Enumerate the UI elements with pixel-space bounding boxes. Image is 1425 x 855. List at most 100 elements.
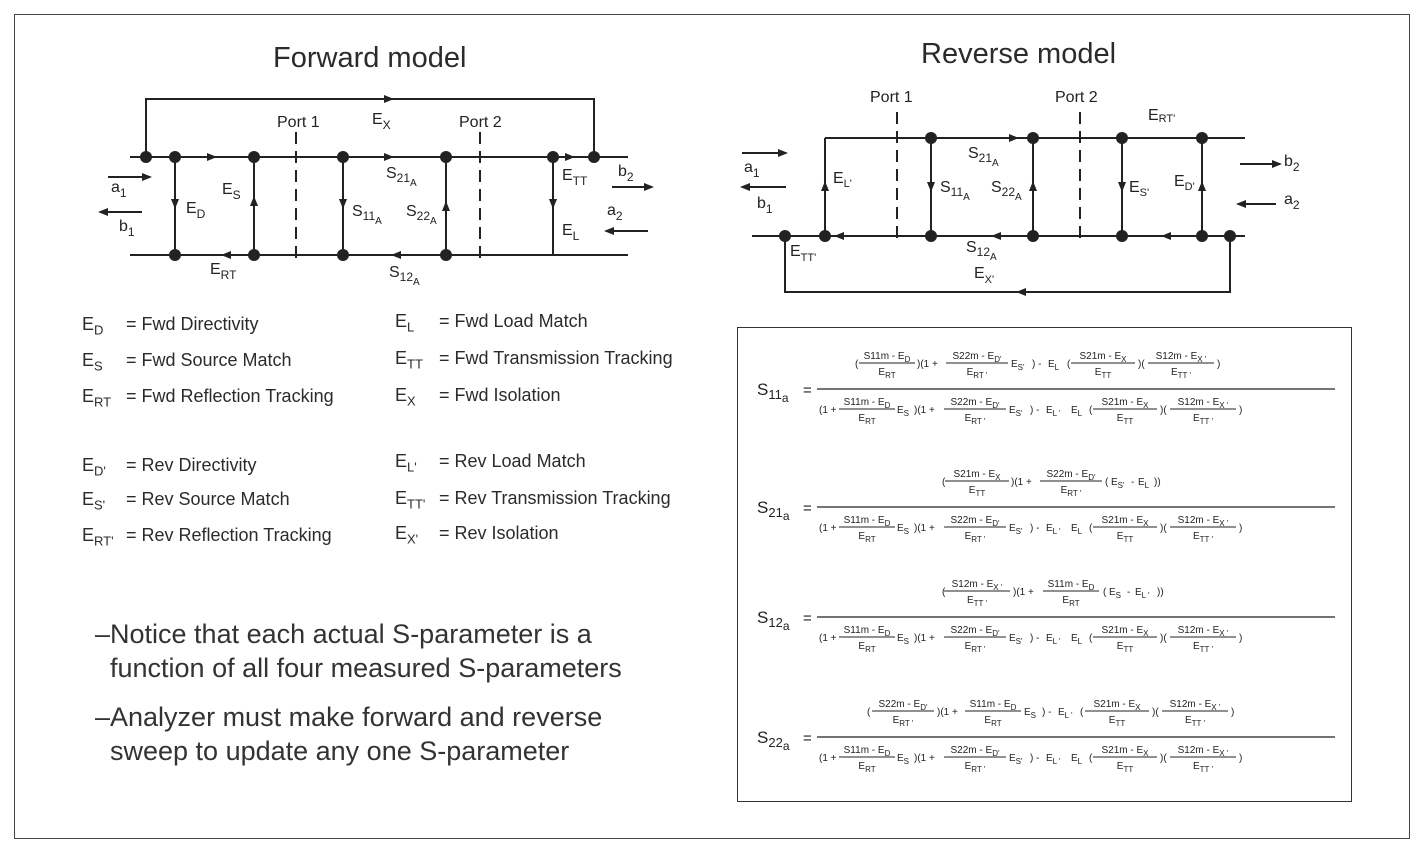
- equation-term: )(1 +: [937, 707, 958, 718]
- equation-term: (: [1089, 405, 1093, 416]
- rev-ex-label: EX': [974, 265, 994, 286]
- forward-model-diagram: Port 1 Port 2 EX ED ES ERT S21A S11A S22…: [98, 95, 654, 288]
- equations-box: [737, 327, 1352, 802]
- equation-symbol: ES': [1011, 359, 1025, 372]
- fraction-denominator: ERT: [858, 413, 875, 426]
- fraction-numerator: S12m - EX ': [1170, 699, 1221, 712]
- rev-s12-label: S12A: [966, 239, 997, 263]
- reverse-model-title: Reverse model: [921, 38, 1117, 70]
- fraction-numerator: S12m - EX ': [1178, 397, 1229, 410]
- rev-s11-label: S11A: [940, 179, 970, 203]
- fraction-numerator: S11m - ED: [970, 699, 1017, 712]
- equation-term: (1 +: [819, 753, 837, 764]
- legend-item: EX= Fwd Isolation: [395, 385, 561, 409]
- equation-symbol: ES': [1009, 523, 1023, 536]
- equation-symbol: EL ': [1046, 633, 1061, 646]
- equation-lhs: S21a: [757, 498, 790, 523]
- fraction-numerator: S21m - EX: [1101, 397, 1149, 410]
- fraction-denominator: ETT: [1117, 531, 1134, 544]
- equation-term: (1 +: [819, 633, 837, 644]
- fraction-denominator: ERT: [858, 641, 875, 654]
- note-line: sweep to update any one S-parameter: [110, 736, 570, 766]
- equation-term: (: [942, 477, 946, 488]
- equation-symbol: EL: [1071, 633, 1083, 646]
- equation-term: ): [1239, 633, 1242, 644]
- equation-symbol: EL: [1071, 523, 1083, 536]
- fwd-ert-label: ERT: [210, 261, 237, 282]
- fraction-numerator: S22m - ED': [951, 625, 1000, 638]
- fraction-denominator: ETT ': [967, 595, 988, 608]
- legend-item: ETT= Fwd Transmission Tracking: [395, 348, 673, 372]
- equation-symbol: ES: [897, 753, 909, 766]
- fwd-s12-label: S12A: [389, 264, 420, 288]
- fwd-b1-label: b1: [119, 218, 135, 239]
- rev-el-label: EL': [833, 170, 852, 190]
- equation-term: (: [1105, 477, 1109, 488]
- fwd-a2-label: a2: [607, 202, 623, 223]
- fraction-denominator: ETT ': [1193, 413, 1214, 426]
- legend-item: ETT'= Rev Transmission Tracking: [395, 488, 671, 512]
- fraction-numerator: S11m - ED: [844, 397, 891, 410]
- fwd-port2-label: Port 2: [459, 114, 502, 131]
- fraction-numerator: S11m - ED: [1048, 579, 1095, 592]
- equation-term: )): [1157, 587, 1164, 598]
- fraction-numerator: S12m - EX ': [1178, 515, 1229, 528]
- fwd-s21-label: S21A: [386, 165, 417, 189]
- equation-term: )(: [1160, 523, 1167, 534]
- legend-item: EL'= Rev Load Match: [395, 451, 586, 475]
- equation-symbol: EL ': [1046, 753, 1061, 766]
- equation-term: ): [1239, 753, 1242, 764]
- rev-a2-label: a2: [1284, 191, 1300, 212]
- equals-sign: =: [803, 500, 812, 517]
- rev-b2-label: b2: [1284, 153, 1300, 174]
- reverse-model-diagram: Port 1 Port 2 ERT' EL' ETT' EX' ES' ED' …: [740, 89, 1300, 296]
- fraction-denominator: ETT: [1109, 715, 1126, 728]
- fraction-denominator: ERT: [858, 761, 875, 774]
- equation-symbol: EL: [1071, 753, 1083, 766]
- fraction-denominator: ETT: [969, 485, 986, 498]
- equation-term: )(1 +: [914, 523, 935, 534]
- equals-sign: =: [803, 610, 812, 627]
- equation-term: )(1 +: [914, 633, 935, 644]
- equation-term: (: [1089, 523, 1093, 534]
- note-line: –Analyzer must make forward and reverse: [95, 702, 603, 732]
- equation-term: ) -: [1030, 633, 1039, 644]
- equation-symbol: ES: [897, 405, 909, 418]
- equation-symbol: ES: [897, 633, 909, 646]
- legend-item: ED= Fwd Directivity: [82, 314, 259, 338]
- fwd-s11-label: S11A: [352, 203, 382, 227]
- rev-ed-label: ED': [1174, 173, 1195, 193]
- equation-symbol: EL ': [1046, 523, 1061, 536]
- fraction-denominator: ETT ': [1185, 715, 1206, 728]
- equation-term: )): [1154, 477, 1161, 488]
- fraction-numerator: S22m - ED': [953, 351, 1002, 364]
- note-line: –Notice that each actual S-parameter is …: [95, 619, 592, 649]
- fraction-numerator: S21m - EX: [1101, 745, 1149, 758]
- fwd-s22-label: S22A: [406, 203, 437, 227]
- fraction-numerator: S21m - EX: [1101, 515, 1149, 528]
- rev-ex-path: [784, 236, 1231, 293]
- fraction-denominator: ERT ': [1061, 485, 1082, 498]
- equation-term: (: [1103, 587, 1107, 598]
- fwd-a1-label: a1: [111, 179, 127, 200]
- equation-lhs: S11a: [757, 380, 789, 405]
- fraction-denominator: ERT ': [965, 413, 986, 426]
- fraction-denominator: ERT ': [965, 761, 986, 774]
- rev-b1-label: b1: [757, 195, 773, 216]
- equation-symbol: ES': [1111, 477, 1125, 490]
- equation-symbol: ES: [897, 523, 909, 536]
- equation-term: (1 +: [819, 405, 837, 416]
- equation-symbol: ES: [1109, 587, 1121, 600]
- fraction-denominator: ETT: [1117, 761, 1134, 774]
- fraction-denominator: ERT: [984, 715, 1001, 728]
- fraction-denominator: ERT ': [967, 367, 988, 380]
- fraction-denominator: ERT: [858, 531, 875, 544]
- fraction-numerator: S22m - ED': [951, 745, 1000, 758]
- fraction-numerator: S11m - ED: [844, 745, 891, 758]
- equals-sign: =: [803, 382, 812, 399]
- fraction-denominator: ETT ': [1193, 531, 1214, 544]
- fraction-denominator: ETT: [1095, 367, 1112, 380]
- rev-ert-label: ERT': [1148, 107, 1175, 125]
- forward-model-title: Forward model: [273, 42, 467, 74]
